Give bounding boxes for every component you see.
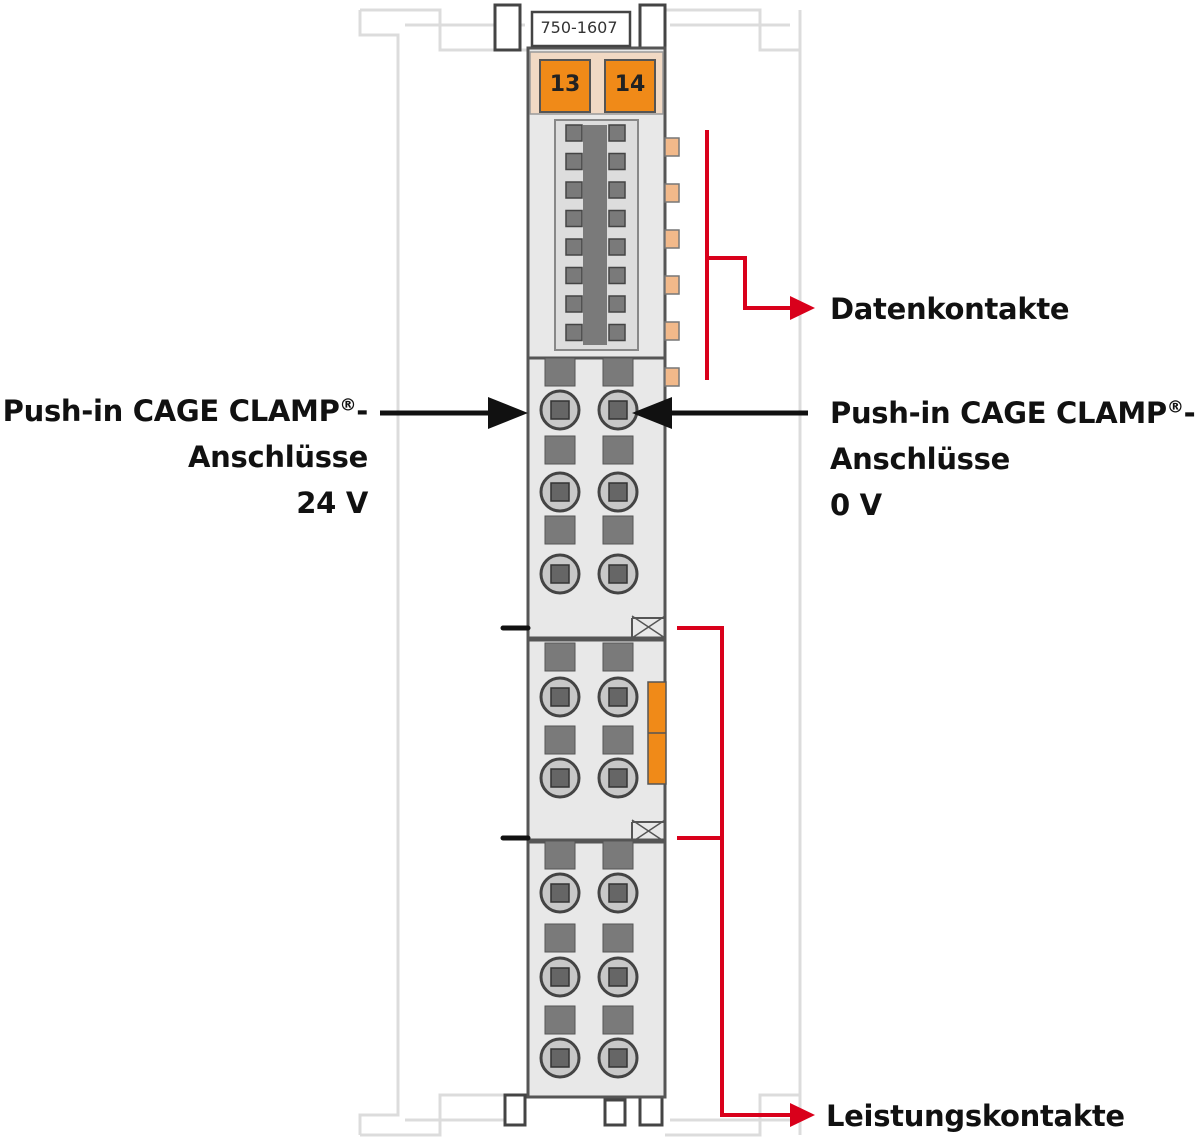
marker-14-label: 14 — [614, 72, 646, 97]
release-slot — [544, 725, 576, 755]
data-pin — [565, 181, 583, 199]
left-connection-label: Push-in CAGE CLAMP®- Anschlüsse 24 V — [0, 388, 369, 526]
data-contacts-arrowhead — [790, 296, 815, 320]
right-connection-line1: Push-in CAGE CLAMP — [830, 396, 1167, 430]
data-pin — [608, 238, 626, 256]
data-contact-tab — [664, 275, 680, 295]
clamp-spring — [550, 1048, 570, 1068]
left-connection-arrow — [380, 397, 528, 429]
release-slot — [544, 923, 576, 953]
data-pin — [565, 209, 583, 228]
clamp-spring — [550, 768, 570, 788]
top-latch — [493, 3, 667, 52]
left-connection-dash: - — [356, 394, 368, 428]
clamp-spring — [608, 687, 628, 707]
marker-14-bg — [604, 59, 656, 113]
data-pin — [565, 152, 583, 171]
release-slot — [544, 642, 576, 672]
clamp-spring — [608, 482, 628, 502]
side-marks — [500, 625, 531, 841]
data-contact-tab — [664, 137, 680, 157]
right-connection-reg: ® — [1166, 397, 1184, 418]
right-connection-label: Push-in CAGE CLAMP®- Anschlüsse 0 V — [830, 390, 1198, 528]
power-contacts-callout — [677, 626, 795, 1117]
clamp-spring — [608, 768, 628, 788]
data-contact-tab — [664, 367, 680, 387]
release-slot — [544, 1005, 576, 1035]
marker-13-label: 13 — [549, 72, 581, 97]
clamp-spring — [608, 1048, 628, 1068]
release-slot — [544, 515, 576, 545]
clamp-spring — [608, 883, 628, 903]
release-slot — [544, 357, 576, 387]
clamp-spring — [608, 564, 628, 584]
left-connection-line1: Push-in CAGE CLAMP — [2, 394, 340, 428]
data-pin — [608, 295, 626, 313]
model-number: 750-1607 — [540, 18, 618, 37]
power-contacts-arrowhead — [790, 1103, 815, 1127]
data-pin — [608, 181, 626, 199]
release-slot — [602, 435, 634, 465]
data-pin — [608, 266, 626, 285]
data-pin — [565, 238, 583, 256]
push-in-terminals — [539, 357, 639, 1079]
release-slot — [602, 840, 634, 870]
data-pin — [565, 323, 583, 342]
data-contact-block — [554, 119, 639, 351]
data-contact-tab — [664, 183, 680, 203]
release-slot — [602, 1005, 634, 1035]
power-contacts-label: Leistungskontakte — [826, 1099, 1125, 1133]
clamp-spring — [550, 482, 570, 502]
data-contacts-callout — [705, 130, 795, 380]
release-slot — [602, 923, 634, 953]
right-connection-dash: - — [1183, 396, 1196, 430]
data-pin — [608, 209, 626, 228]
release-slot — [602, 357, 634, 387]
release-slot — [544, 435, 576, 465]
data-contact-tab — [664, 321, 680, 341]
clamp-spring — [608, 967, 628, 987]
clamp-spring — [608, 400, 628, 420]
clamp-spring — [550, 883, 570, 903]
data-contact-tabs — [664, 137, 680, 387]
data-contact-tab — [664, 229, 680, 249]
data-contacts-label: Datenkontakte — [830, 292, 1070, 326]
release-slot — [602, 515, 634, 545]
data-pin — [565, 266, 583, 285]
right-connection-line3: 0 V — [830, 488, 882, 522]
clamp-spring — [550, 564, 570, 584]
data-pin — [608, 323, 626, 342]
release-slot — [544, 840, 576, 870]
data-pin — [608, 152, 626, 171]
right-connection-arrow — [632, 397, 808, 429]
data-pin — [565, 124, 583, 142]
left-connection-line2: Anschlüsse — [188, 440, 368, 474]
left-connection-line3: 24 V — [296, 486, 368, 520]
release-slot — [602, 725, 634, 755]
clamp-spring — [550, 687, 570, 707]
left-connection-reg: ® — [339, 395, 357, 416]
right-connection-line2: Anschlüsse — [830, 442, 1010, 476]
data-pin — [565, 295, 583, 313]
data-pin — [608, 124, 626, 142]
clamp-spring — [550, 967, 570, 987]
release-slot — [602, 642, 634, 672]
bottom-latch — [503, 1093, 664, 1127]
model-label-box — [530, 10, 632, 48]
marker-13-bg — [539, 59, 591, 113]
clamp-spring — [550, 400, 570, 420]
